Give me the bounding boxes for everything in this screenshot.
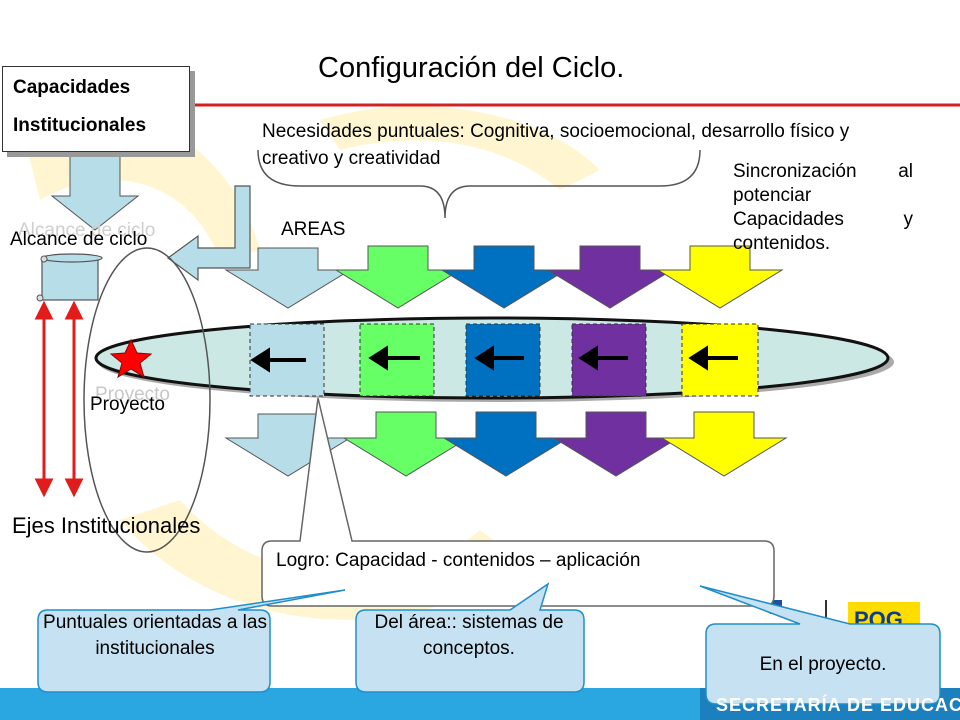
areas-label: AREAS <box>281 219 346 240</box>
ejes-label: Ejes Institucionales <box>12 513 201 538</box>
arrow-down-icon <box>546 245 674 309</box>
down-arrow-capacidades <box>50 149 140 231</box>
footer-text: SECRETARÍA DE EDUCACIÓN <box>716 695 960 715</box>
callout-area <box>355 582 585 693</box>
callout-proyecto <box>699 585 941 705</box>
arrow-down-icon <box>342 411 470 477</box>
bent-arrow-icon <box>166 185 251 282</box>
page-title: Configuración del Ciclo. <box>318 52 625 84</box>
vertical-ellipse <box>83 247 211 553</box>
bottom-area-arrows <box>224 411 788 477</box>
capacidades-line2: Institucionales <box>13 115 147 136</box>
callout-proyecto-text: En el proyecto. <box>759 654 887 675</box>
logro-text: Logro: Capacidad - contenidos – aplicaci… <box>276 550 641 571</box>
callout-area-text: Del área:: sistemas de conceptos. <box>374 612 564 659</box>
callout-puntuales <box>37 589 346 693</box>
arrow-down-icon <box>334 245 462 309</box>
scroll-icon <box>36 253 103 302</box>
arrow-down-icon <box>224 247 352 309</box>
arrow-down-icon <box>660 411 788 477</box>
top-area-arrows <box>224 245 784 309</box>
proyecto-label: Proyecto <box>90 394 165 415</box>
capacidades-box: Capacidades Institucionales <box>2 66 190 152</box>
capacidades-line1: Capacidades <box>13 77 131 98</box>
needs-text: Necesidades puntuales: Cognitiva, socioe… <box>262 121 850 169</box>
arrow-left-icons <box>250 345 738 373</box>
arrow-down-icon <box>656 245 784 309</box>
alcance-label: Alcance de ciclo <box>10 229 148 250</box>
arrow-down-icon <box>442 411 570 477</box>
alcance-label-shadow: Alcance de ciclo <box>18 220 156 241</box>
double-arrow-icon <box>34 300 84 498</box>
needs-bracket <box>257 149 701 219</box>
sync-text: Sincronización al potenciar Capacidades … <box>733 161 913 254</box>
arrow-down-icon <box>552 411 680 477</box>
star-icon <box>109 338 153 379</box>
proyecto-label-shadow: Proyecto <box>95 384 170 405</box>
arrow-down-icon <box>440 245 568 309</box>
callout-puntuales-text: Puntuales orientadas a las institucional… <box>43 612 267 659</box>
